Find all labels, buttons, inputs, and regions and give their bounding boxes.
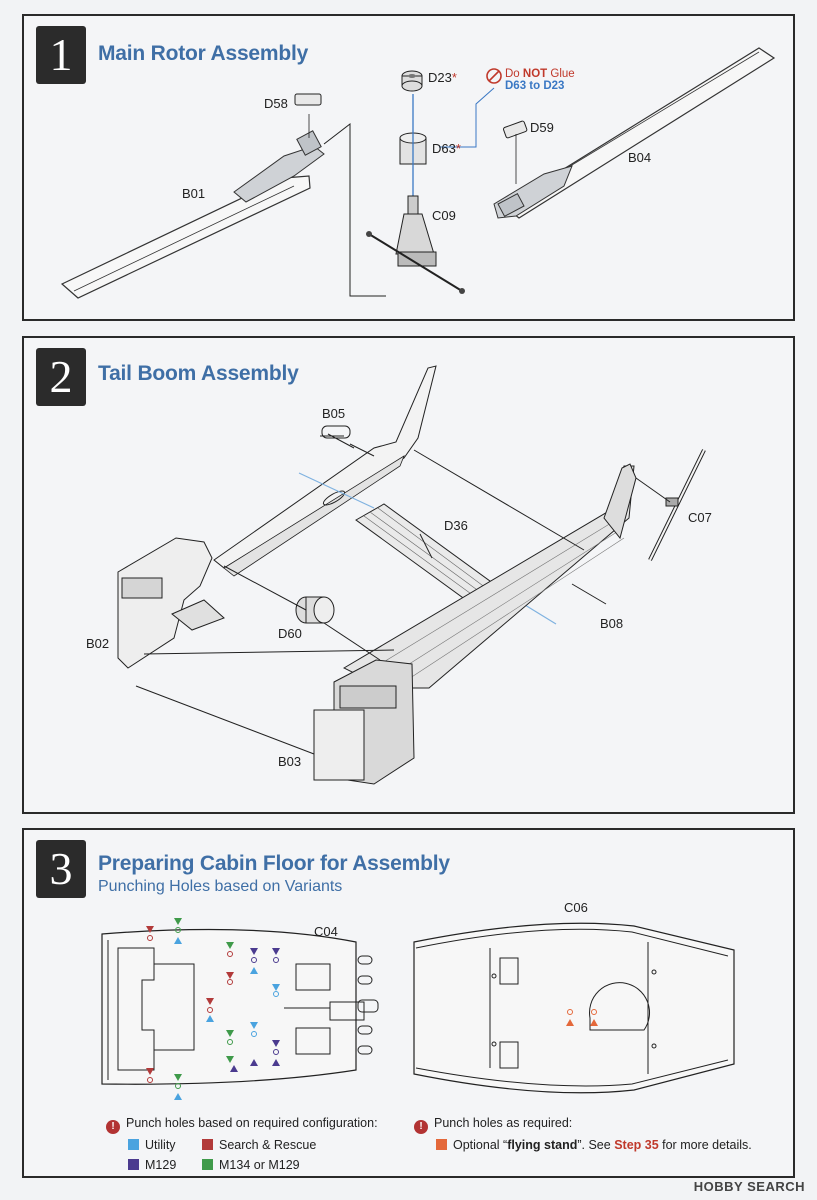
no-glue-prefix: Do	[505, 68, 523, 80]
legend-left-heading: ! Punch holes based on required configura…	[106, 1116, 378, 1134]
legend-right-heading-text: Punch holes as required:	[434, 1116, 573, 1130]
label-c09: C09	[432, 208, 456, 223]
label-d36: D36	[444, 518, 468, 533]
label-d63-text: D63	[432, 141, 456, 156]
step-2-panel: 2 Tail Boom Assembly	[22, 336, 795, 814]
label-d63: D63*	[432, 141, 461, 156]
label-d23: D23*	[428, 70, 457, 85]
cabin-floor-diagram	[101, 918, 735, 1100]
legend-right-heading: ! Punch holes as required:	[414, 1116, 572, 1134]
legend-search-rescue-label: Search & Rescue	[219, 1138, 317, 1152]
flying-stand-step-link: Step 35	[614, 1138, 659, 1152]
punch-warning-icon: !	[414, 1120, 428, 1134]
no-glue-bold: NOT	[522, 68, 548, 80]
label-b05: B05	[322, 406, 346, 421]
legend-utility-label: Utility	[145, 1138, 176, 1152]
swatch-flying-stand	[436, 1139, 447, 1150]
main-rotor-diagram	[60, 47, 776, 299]
tail-boom-diagram	[117, 365, 706, 785]
label-d59: D59	[530, 120, 554, 135]
no-glue-note: Do NOT Glue D63 to D23	[505, 68, 575, 92]
no-glue-parts: D63 to D23	[505, 80, 565, 92]
flying-stand-mid: ”. See	[577, 1138, 615, 1152]
flying-stand-suffix: for more details.	[658, 1138, 752, 1152]
step-title: Preparing Cabin Floor for Assembly	[98, 852, 450, 875]
legend-item-m134-m129: M134 or M129	[202, 1158, 300, 1172]
label-d60: D60	[278, 626, 302, 641]
swatch-search-rescue	[202, 1139, 213, 1150]
legend-left-heading-text: Punch holes based on required configurat…	[126, 1116, 378, 1130]
label-d23-text: D23	[428, 70, 452, 85]
label-c07: C07	[688, 510, 712, 525]
step-title: Main Rotor Assembly	[98, 42, 309, 65]
legend-m129-label: M129	[145, 1158, 177, 1172]
label-c06: C06	[564, 900, 588, 915]
label-b01: B01	[182, 186, 206, 201]
label-b02: B02	[86, 636, 110, 651]
no-glue-suffix: Glue	[547, 68, 575, 80]
hobby-search-logo: HOBBY SEARCH	[693, 1179, 805, 1194]
step-1-panel: 1 Main Rotor Assembly	[22, 14, 795, 321]
punch-warning-icon: !	[106, 1120, 120, 1134]
legend-item-search-rescue: Search & Rescue	[202, 1138, 316, 1152]
step-number: 2	[36, 348, 86, 406]
step-title: Tail Boom Assembly	[98, 362, 299, 385]
label-b08: B08	[600, 616, 624, 631]
legend-item-m129: M129	[128, 1158, 176, 1172]
legend-m134-m129-label: M134 or M129	[219, 1158, 300, 1172]
step-3-panel: 3 Preparing Cabin Floor for Assembly Pun…	[22, 828, 795, 1178]
swatch-m134-m129	[202, 1159, 213, 1170]
step-number: 1	[36, 26, 86, 84]
step-number: 3	[36, 840, 86, 898]
flying-stand-bold: flying stand	[507, 1138, 578, 1152]
asterisk-d23: *	[451, 70, 457, 85]
swatch-utility	[128, 1139, 139, 1150]
label-b04: B04	[628, 150, 652, 165]
label-d58: D58	[264, 96, 288, 111]
legend-item-flying-stand: Optional “flying stand”. See Step 35 for…	[436, 1138, 752, 1152]
asterisk-d63: *	[455, 141, 461, 156]
swatch-m129	[128, 1159, 139, 1170]
flying-stand-prefix: Optional “	[453, 1138, 508, 1152]
step-subtitle: Punching Holes based on Variants	[98, 878, 343, 895]
label-b03: B03	[278, 754, 302, 769]
legend-item-utility: Utility	[128, 1138, 176, 1152]
label-c04: C04	[314, 924, 338, 939]
